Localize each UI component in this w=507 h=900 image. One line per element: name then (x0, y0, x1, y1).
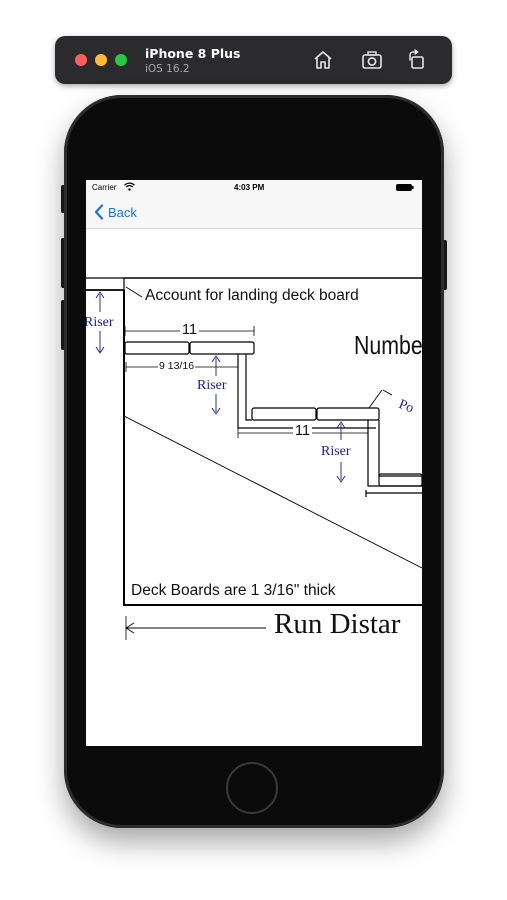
back-label: Back (108, 204, 137, 220)
tread-offset-label: 9 13/16 (158, 360, 196, 372)
zoom-window-button[interactable] (115, 54, 127, 66)
power-button (442, 240, 447, 290)
chevron-left-icon (94, 204, 104, 220)
home-icon[interactable] (311, 48, 335, 72)
close-window-button[interactable] (75, 54, 87, 66)
tread-width-label: 11 (180, 322, 200, 338)
minimize-window-button[interactable] (95, 54, 107, 66)
navigation-bar: Back (86, 194, 422, 229)
deck-board-note: Deck Boards are 1 3/16" thick (131, 582, 336, 599)
device-name: iPhone 8 Plus (145, 46, 241, 61)
landing-note: Account for landing deck board (145, 287, 359, 304)
phone-screen: Carrier 4:03 PM Back (86, 180, 422, 746)
stair-drawing (86, 277, 422, 640)
riser-label: Riser (197, 378, 227, 393)
simulator-toolbar: iPhone 8 Plus iOS 16.2 (55, 36, 452, 84)
wifi-icon (124, 182, 135, 193)
carrier-label: Carrier (92, 183, 117, 192)
rotate-icon[interactable] (405, 48, 429, 72)
home-button[interactable] (226, 762, 278, 814)
number-heading: Numbe (354, 330, 422, 360)
tread-width-label: 11 (293, 423, 313, 439)
volume-up-button (61, 238, 66, 288)
riser-label: Riser (321, 444, 351, 459)
screenshot-icon[interactable] (360, 48, 384, 72)
status-bar: Carrier 4:03 PM (86, 180, 422, 194)
battery-icon (396, 184, 414, 193)
stair-diagram: Account for landing deck board Riser 11 … (86, 230, 422, 746)
riser-label: Riser (86, 315, 114, 330)
mute-switch (61, 185, 66, 213)
run-distance-label: Run Distar (274, 608, 401, 640)
volume-down-button (61, 300, 66, 350)
status-time: 4:03 PM (234, 183, 265, 192)
back-button[interactable]: Back (94, 202, 137, 222)
os-version: iOS 16.2 (145, 63, 190, 75)
